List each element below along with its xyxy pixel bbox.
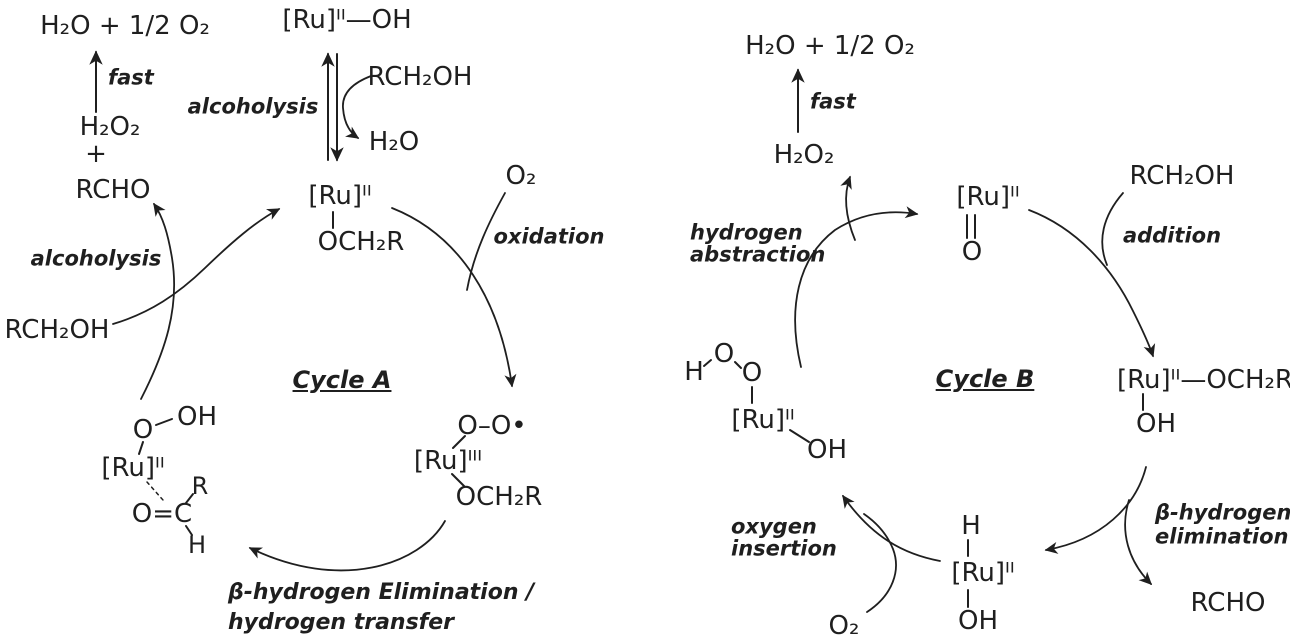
dashed-bond-ru-carbonyl bbox=[146, 481, 164, 501]
b-oxygen-insertion-label-line1: oxygen bbox=[731, 514, 817, 539]
a-fast-label: fast bbox=[108, 65, 154, 90]
a-alcohol-in-top: RCH₂OH bbox=[367, 62, 473, 92]
a-alkoxide-metal: [Ru]ᴵᴵ bbox=[308, 181, 372, 211]
a-superoxide-ligand: O–O• bbox=[457, 411, 527, 441]
b-peroxo-oxygen2: O bbox=[741, 358, 763, 388]
a-alcoholysis-left-label: alcoholysis bbox=[30, 246, 162, 271]
cycle-a-arc-to-rcho bbox=[140, 202, 176, 400]
cycle-b-arc-hydrogen-abstraction bbox=[794, 206, 919, 368]
a-decomposition-products: H₂O + 1/2 O₂ bbox=[40, 11, 210, 41]
cycle-b-arc-addition bbox=[1028, 209, 1156, 358]
alcohol-to-water-curve bbox=[342, 75, 372, 139]
a-oxidation-label: oxidation bbox=[493, 224, 605, 249]
bond-ru3-superoxide bbox=[452, 435, 466, 449]
a-water-out: H₂O bbox=[368, 127, 420, 157]
bond-h-o-peroxo bbox=[703, 359, 712, 367]
bond-c-h bbox=[185, 525, 193, 536]
b-hydrogen-abstraction-label-line2: abstraction bbox=[690, 242, 826, 267]
a-beta-elimination-label-line1: β-hydrogen Elimination / bbox=[228, 580, 535, 605]
b-oxo-oxygen: O bbox=[961, 237, 983, 267]
cycle-a-arc-oxidation bbox=[391, 207, 517, 388]
b-hydrogen-abstraction-label-line1: hydrogen bbox=[690, 220, 803, 245]
b-alkoxide-complex: [Ru]ᴵᴵ—OCH₂R bbox=[1117, 365, 1290, 395]
a-h2o2: H₂O₂ bbox=[79, 112, 141, 142]
b-peroxo-hydrogen: H bbox=[684, 357, 704, 387]
b-oxo-metal: [Ru]ᴵᴵ bbox=[956, 182, 1020, 212]
a-hydroperoxo-hydroxyl: OH bbox=[176, 402, 218, 432]
cycle-a-bonds bbox=[138, 211, 466, 536]
a-beta-elimination-label-line2: hydrogen transfer bbox=[228, 610, 455, 635]
b-alkoxide-hydroxyl: OH bbox=[1135, 409, 1177, 439]
h2o2-release-curve-b bbox=[840, 175, 856, 241]
cycle-b-arc-beta-elimination bbox=[1044, 466, 1147, 554]
a-superoxo-metal: [Ru]ᴵᴵᴵ bbox=[413, 446, 483, 476]
cycle-b-arrows bbox=[791, 68, 1156, 613]
bond-c-r bbox=[185, 493, 194, 504]
a-hydroperoxo-metal: [Ru]ᴵᴵ bbox=[101, 453, 165, 483]
bond-ru-o-a bbox=[138, 441, 144, 455]
a-alcoholysis-top-label: alcoholysis bbox=[187, 94, 319, 119]
a-superoxo-ligand: OCH₂R bbox=[455, 482, 543, 512]
b-h2o2: H₂O₂ bbox=[773, 140, 835, 170]
b-beta-elimination-label-line1: β-hydrogen bbox=[1155, 500, 1290, 525]
bond-ru3-alkoxide bbox=[451, 473, 465, 487]
b-decomposition-products: H₂O + 1/2 O₂ bbox=[745, 31, 915, 61]
a-hydroxide-complex: [Ru]ᴵᴵ—OH bbox=[282, 5, 412, 35]
a-plus-sign: + bbox=[85, 139, 107, 169]
cycle-a-title: Cycle A bbox=[292, 366, 392, 394]
rcho-release-curve-b bbox=[1124, 499, 1153, 586]
b-addition-label: addition bbox=[1122, 223, 1222, 248]
a-hydroperoxo-oxygen: O bbox=[132, 415, 154, 445]
a-coordinated-carbonyl: O=C bbox=[131, 499, 193, 529]
a-alcohol-in-left: RCH₂OH bbox=[4, 315, 110, 345]
o2-feed-line-a bbox=[466, 192, 506, 291]
b-fast-label: fast bbox=[810, 89, 856, 114]
a-o2-reagent: O₂ bbox=[505, 161, 537, 191]
b-peroxo-oxygen1: O bbox=[713, 339, 735, 369]
alcohol-feed-line-a bbox=[112, 208, 281, 325]
b-oxygen-insertion-label-line2: insertion bbox=[731, 536, 837, 561]
cycle-a-arrows bbox=[89, 50, 517, 572]
bond-o-oh-a bbox=[155, 418, 173, 426]
a-carbonyl-r-group: R bbox=[191, 472, 209, 500]
b-hydride-hydrogen: H bbox=[961, 511, 981, 541]
b-peroxo-metal: [Ru]ᴵᴵ bbox=[731, 405, 795, 435]
b-rcho-product: RCHO bbox=[1190, 588, 1266, 618]
a-alkoxide-ligand: OCH₂R bbox=[317, 227, 405, 257]
bond-ru-oh-peroxo bbox=[789, 429, 810, 443]
cycle-b-arc-oxygen-insertion bbox=[842, 494, 941, 562]
bond-o-o-peroxo bbox=[734, 361, 742, 369]
o2-feed-line-b bbox=[863, 513, 897, 613]
alcohol-feed-line-b bbox=[1101, 192, 1124, 266]
b-hydride-metal: [Ru]ᴵᴵ bbox=[951, 558, 1015, 588]
b-hydride-hydroxyl: OH bbox=[957, 606, 999, 636]
b-o2-reagent: O₂ bbox=[828, 611, 860, 641]
b-alcohol-in: RCH₂OH bbox=[1129, 161, 1235, 191]
cycle-b-bonds bbox=[703, 214, 1144, 608]
a-carbonyl-hydrogen: H bbox=[187, 531, 207, 559]
cycle-a-arc-bottom bbox=[248, 520, 446, 572]
b-beta-elimination-label-line2: elimination bbox=[1155, 524, 1289, 549]
a-rcho-product: RCHO bbox=[75, 175, 151, 205]
b-peroxo-hydroxyl: OH bbox=[806, 435, 848, 465]
cycle-b-title: Cycle B bbox=[935, 365, 1035, 393]
